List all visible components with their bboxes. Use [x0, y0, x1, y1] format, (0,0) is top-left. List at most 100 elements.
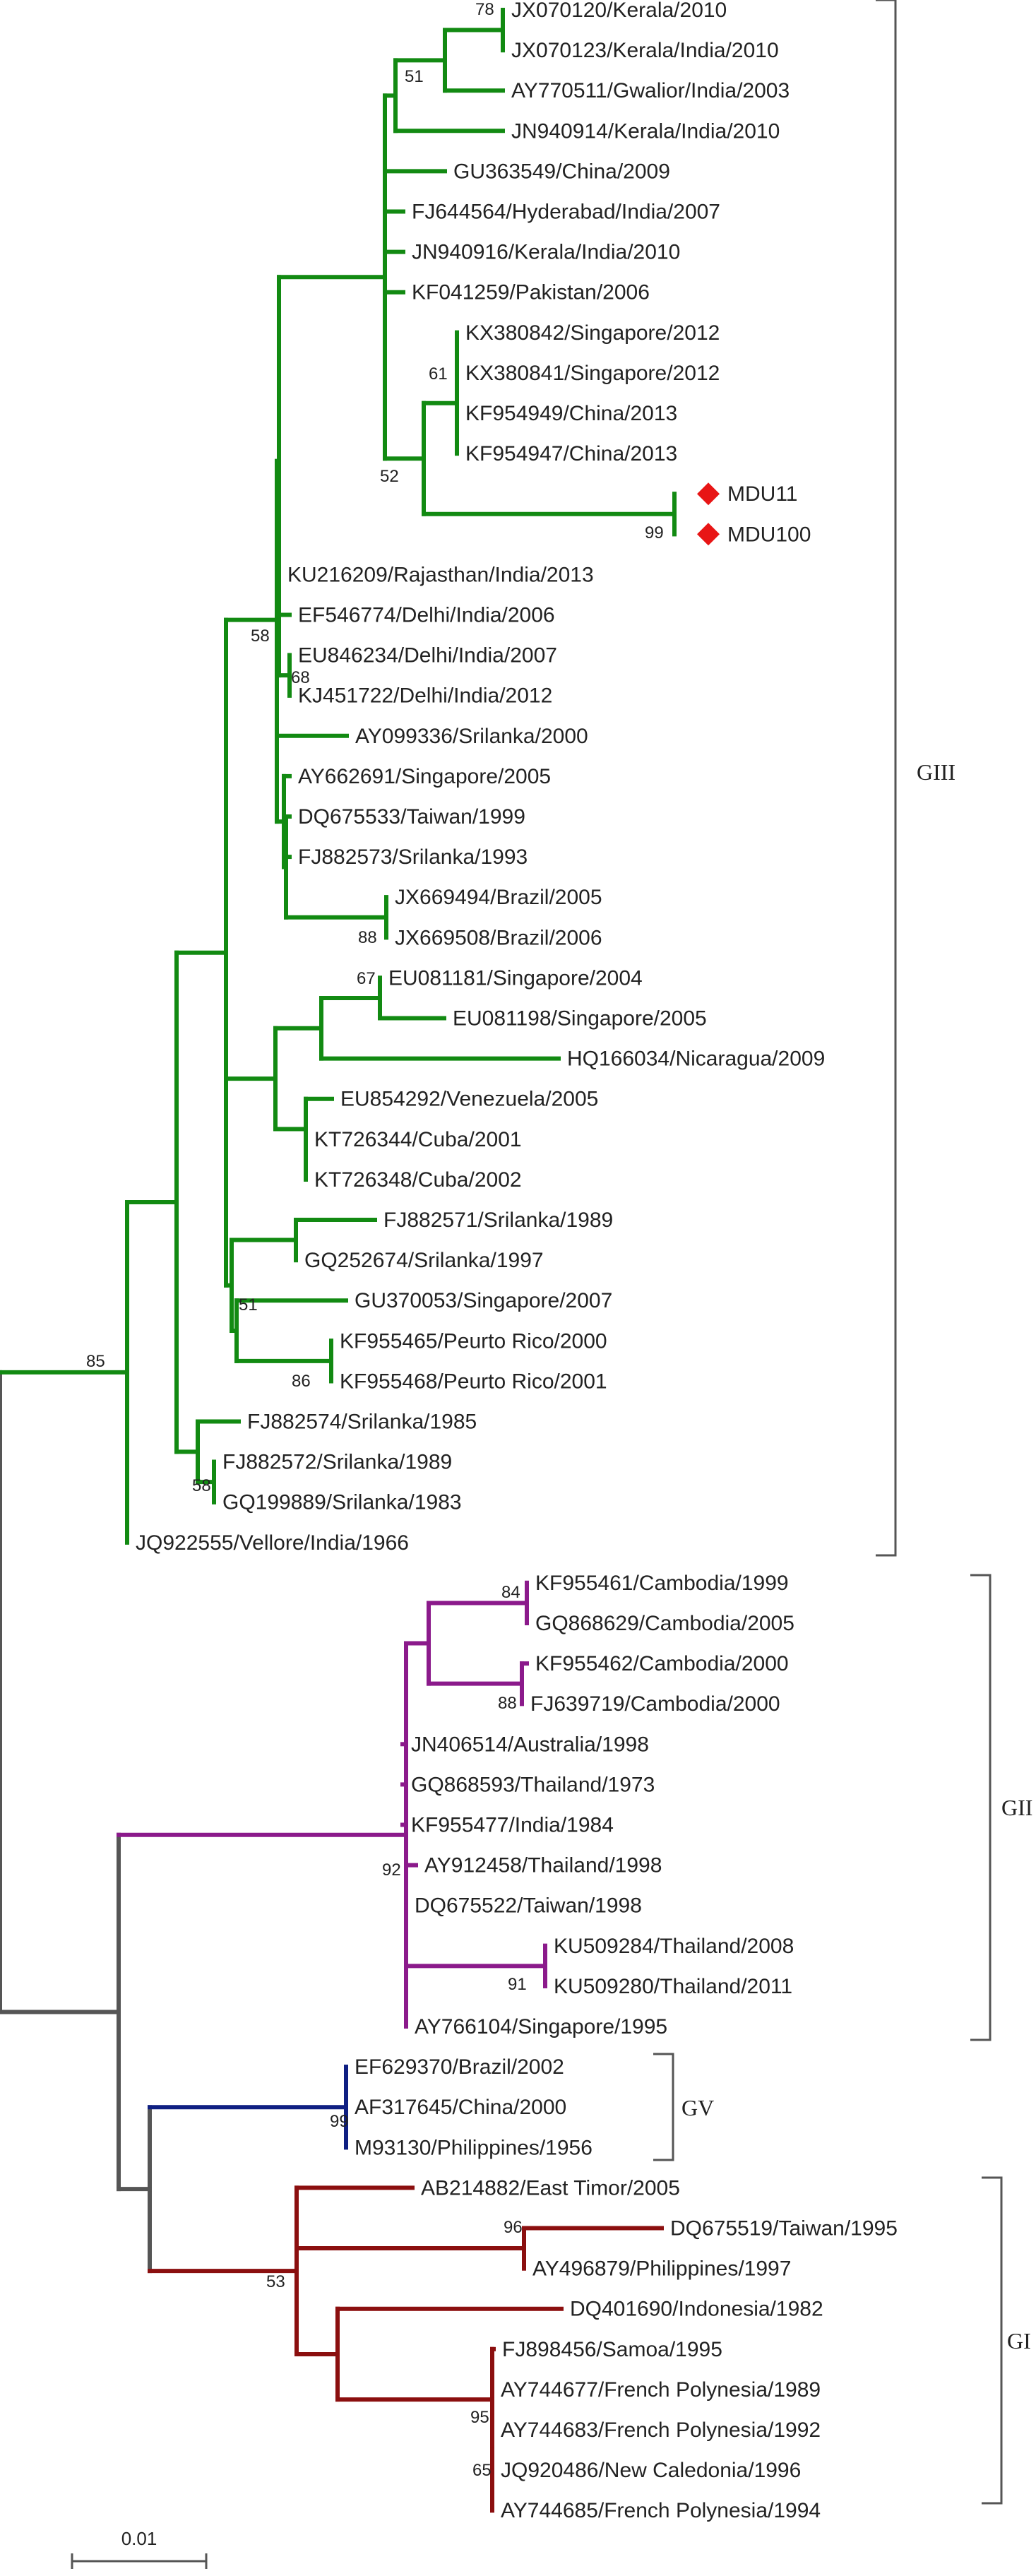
bootstrap-value: 68: [291, 668, 310, 687]
leaf-label: JQ922555/Vellore/India/1966: [136, 1531, 409, 1555]
leaf-label: JN406514/Australia/1998: [411, 1733, 649, 1756]
bootstrap-value: 51: [405, 67, 424, 86]
leaf-label: KF955477/India/1984: [411, 1814, 614, 1837]
bootstrap-value: 96: [504, 2218, 523, 2237]
bootstrap-value: 65: [472, 2461, 492, 2480]
leaf-label: KT726348/Cuba/2002: [314, 1168, 522, 1192]
leaf-label: JN940916/Kerala/India/2010: [412, 241, 680, 264]
leaf-label: GU370053/Singapore/2007: [355, 1289, 612, 1312]
scale-bar: 0.01: [71, 2528, 208, 2569]
bootstrap-value: 86: [292, 1372, 311, 1391]
sample-markers: [697, 482, 720, 546]
bootstrap-value: 99: [330, 2112, 349, 2131]
bootstrap-value: 91: [508, 1975, 527, 1994]
leaf-label: DQ401690/Indonesia/1982: [570, 2298, 823, 2321]
leaf-label: JX070120/Kerala/2010: [511, 0, 727, 22]
leaf-label: KX380842/Singapore/2012: [465, 321, 720, 345]
leaf-label: JX669508/Brazil/2006: [395, 926, 602, 949]
bootstrap-value: 78: [475, 0, 494, 19]
leaf-label: EU854292/Venezuela/2005: [340, 1088, 598, 1111]
genotype-bracket: [982, 2176, 1003, 2505]
genotype-bracket: [876, 0, 897, 1557]
leaf-label: KF954949/China/2013: [465, 402, 677, 425]
leaf-label: EF629370/Brazil/2002: [355, 2055, 564, 2079]
leaf-label: AB214882/East Timor/2005: [421, 2176, 680, 2200]
leaf-label: JX070123/Kerala/India/2010: [511, 39, 779, 62]
bootstrap-value: 58: [251, 627, 270, 646]
sample-diamond-marker: [697, 482, 720, 506]
scale-bar-label: 0.01: [121, 2528, 157, 2549]
leaf-label: AF317645/China/2000: [355, 2096, 566, 2119]
tree-branches: [0, 8, 677, 2513]
genotype-label: GI: [1007, 2328, 1031, 2354]
leaf-label: AY770511/Gwalior/India/2003: [511, 79, 790, 102]
leaf-label: GU363549/China/2009: [453, 160, 670, 183]
leaf-label: GQ868593/Thailand/1973: [411, 1773, 655, 1796]
bootstrap-value: 92: [382, 1860, 401, 1880]
leaf-label: FJ882573/Srilanka/1993: [298, 845, 528, 869]
genotype-bracket: [970, 1574, 992, 2041]
leaf-label: FJ882574/Srilanka/1985: [247, 1411, 477, 1434]
leaf-label: JN940914/Kerala/India/2010: [511, 119, 780, 143]
bootstrap-value: 84: [501, 1583, 520, 1602]
bootstrap-values: 78 51 61 52 99 58 68 88 67 51 86 85 58 84 88 92 91 99 96 53…: [86, 0, 664, 2480]
leaf-label: AY766104/Singapore/1995: [415, 2015, 667, 2038]
leaf-labels: JX070120/Kerala/2010JX070123/Kerala/Indi…: [136, 0, 898, 2522]
leaf-label: AY099336/Srilanka/2000: [355, 725, 588, 748]
bootstrap-value: 85: [86, 1352, 105, 1371]
leaf-label: EU081198/Singapore/2005: [453, 1007, 707, 1031]
leaf-label: KF955461/Cambodia/1999: [535, 1572, 789, 1595]
leaf-label: KT726344/Cuba/2001: [314, 1128, 522, 1151]
bootstrap-value: 53: [266, 2272, 285, 2291]
leaf-label: KF041259/Pakistan/2006: [412, 281, 650, 304]
leaf-label: GQ868629/Cambodia/2005: [535, 1612, 794, 1635]
leaf-label: GQ199889/Srilanka/1983: [222, 1491, 462, 1514]
leaf-label: JQ920486/New Caledonia/1996: [501, 2459, 801, 2482]
leaf-label: KU509280/Thailand/2011: [554, 1975, 792, 1998]
scale-bar-line: [71, 2553, 208, 2569]
leaf-label: JX669494/Brazil/2005: [395, 886, 602, 909]
bootstrap-value: 51: [239, 1295, 258, 1314]
leaf-label: KU216209/Rajasthan/India/2013: [287, 563, 594, 586]
leaf-label: KJ451722/Delhi/India/2012: [298, 684, 552, 708]
leaf-label: KF954947/China/2013: [465, 442, 677, 465]
genotype-bracket: [653, 2053, 674, 2161]
bootstrap-value: 58: [192, 1476, 211, 1495]
bootstrap-value: 95: [470, 2408, 489, 2427]
bootstrap-value: 52: [380, 467, 399, 486]
bootstrap-value: 88: [498, 1694, 517, 1713]
bootstrap-value: 99: [645, 523, 664, 542]
leaf-label: DQ675522/Taiwan/1998: [415, 1894, 642, 1918]
leaf-label: AY496879/Philippines/1997: [532, 2257, 791, 2281]
sample-diamond-marker: [697, 523, 720, 546]
leaf-label: FJ882571/Srilanka/1989: [383, 1209, 613, 1232]
leaf-label: AY744683/French Polynesia/1992: [501, 2418, 821, 2442]
leaf-label: KF955468/Peurto Rico/2001: [340, 1370, 607, 1393]
leaf-label: AY744677/French Polynesia/1989: [501, 2378, 821, 2402]
bootstrap-value: 88: [358, 928, 377, 947]
leaf-label: EU846234/Delhi/India/2007: [298, 644, 557, 667]
leaf-label: KU509284/Thailand/2008: [554, 1935, 794, 1958]
leaf-label: AY912458/Thailand/1998: [424, 1854, 662, 1877]
leaf-label: FJ882572/Srilanka/1989: [222, 1451, 452, 1474]
leaf-label: AY744685/French Polynesia/1994: [501, 2499, 821, 2522]
leaf-label: HQ166034/Nicaragua/2009: [567, 1047, 825, 1071]
bootstrap-value: 67: [357, 969, 376, 988]
leaf-label: DQ675519/Taiwan/1995: [670, 2217, 898, 2240]
leaf-label: EU081181/Singapore/2004: [388, 966, 643, 990]
leaf-label: KX380841/Singapore/2012: [465, 362, 720, 385]
bootstrap-value: 61: [429, 364, 448, 384]
genotype-label: GII: [1001, 1795, 1032, 1820]
leaf-label: FJ644564/Hyderabad/India/2007: [412, 201, 720, 224]
leaf-label: M93130/Philippines/1956: [355, 2136, 593, 2159]
genotype-label: GV: [681, 2095, 714, 2120]
leaf-label: DQ675533/Taiwan/1999: [298, 805, 525, 829]
leaf-label: GQ252674/Srilanka/1997: [304, 1249, 544, 1272]
leaf-label: AY662691/Singapore/2005: [298, 765, 551, 788]
leaf-label: FJ639719/Cambodia/2000: [530, 1692, 780, 1716]
leaf-label: MDU11: [727, 482, 797, 506]
leaf-label: KF955465/Peurto Rico/2000: [340, 1329, 607, 1353]
leaf-label: EF546774/Delhi/India/2006: [298, 604, 555, 627]
